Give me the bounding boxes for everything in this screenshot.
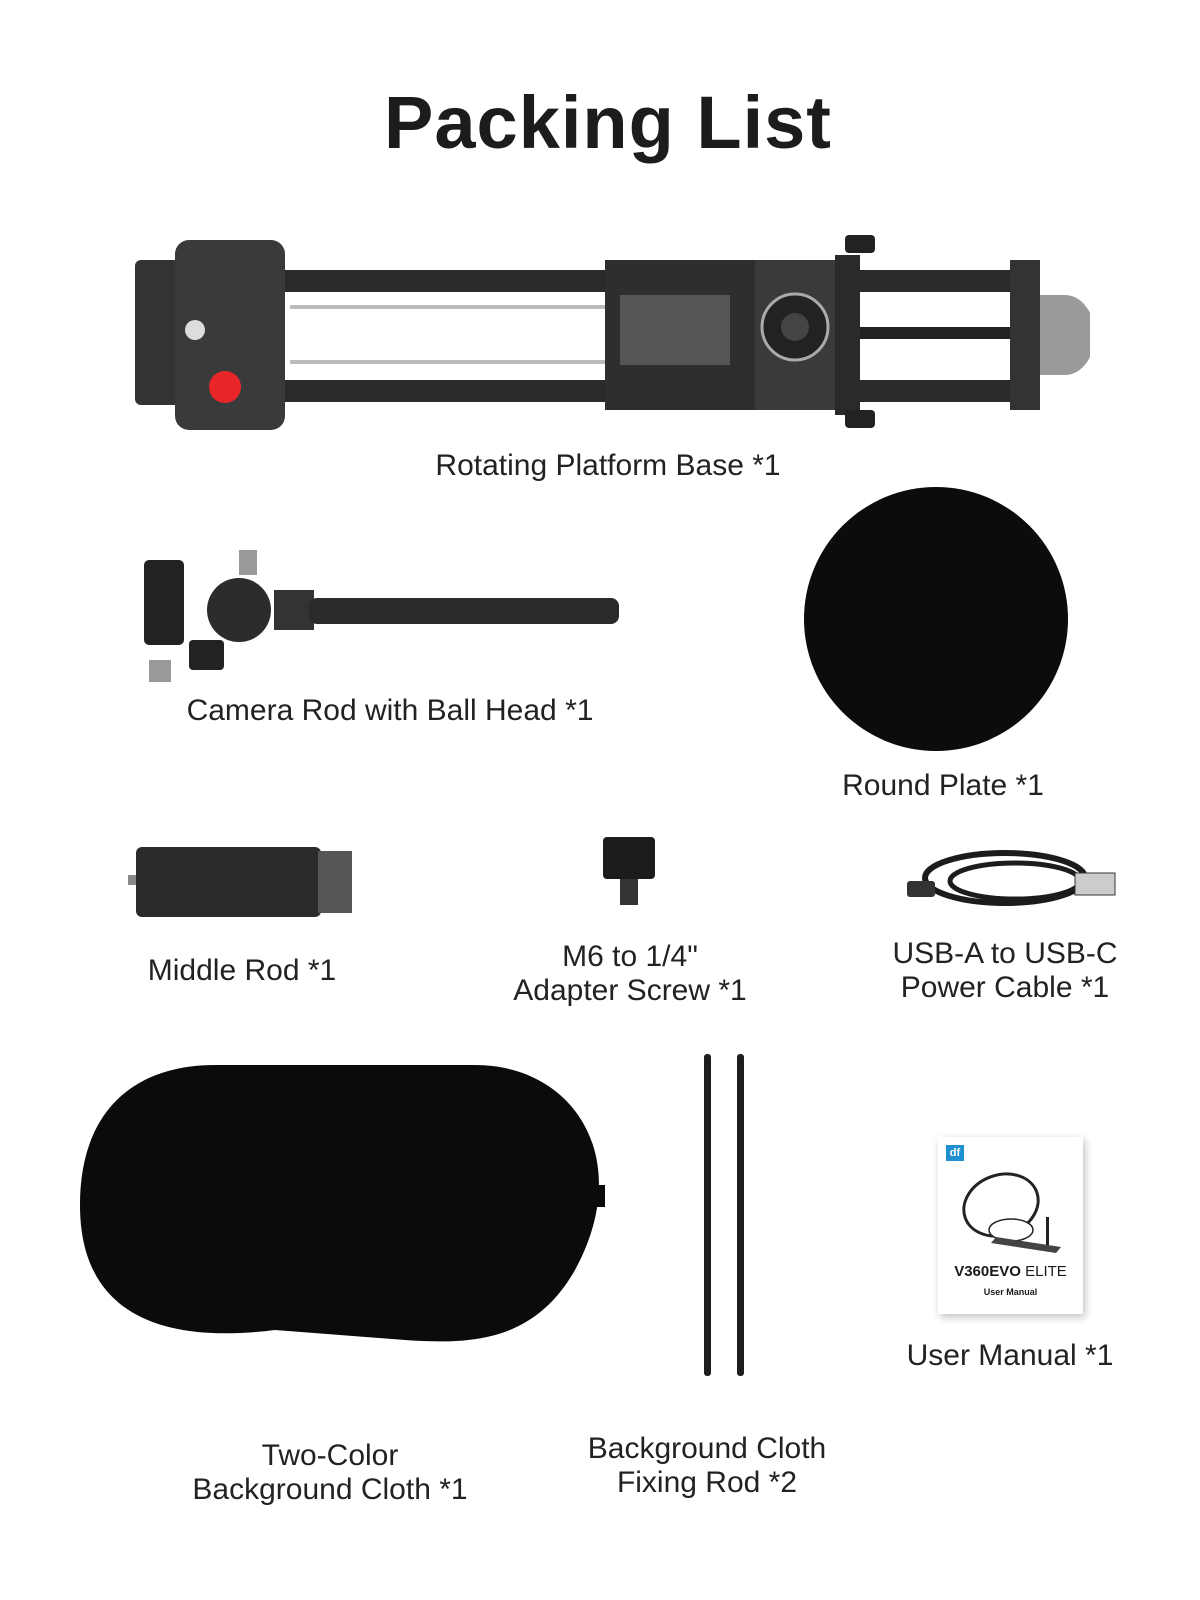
- user-manual-image: df V360EVO ELITE User Manual: [938, 1137, 1083, 1314]
- camera-rod-ball-head-image: [144, 550, 619, 682]
- item-label-middle-rod: Middle Rod *1: [147, 954, 337, 987]
- manual-edition: ELITE: [1025, 1263, 1067, 1280]
- page-title: Packing List: [384, 81, 832, 164]
- fixing-rod-image: [737, 1054, 744, 1376]
- manual-cover-illustration: [962, 1172, 1061, 1253]
- rotating-platform-base-image: [135, 235, 1090, 430]
- manual-product-name: V360EVO: [954, 1263, 1021, 1280]
- item-label-camera-rod: Camera Rod with Ball Head *1: [186, 694, 594, 727]
- round-plate-image: [804, 487, 1068, 751]
- usb-cable-image: [907, 850, 1116, 906]
- fixing-rod-image: [704, 1054, 711, 1376]
- background-cloth-image: [80, 1065, 605, 1342]
- item-label-adapter-screw: M6 to 1/4"Adapter Screw *1: [513, 940, 747, 1007]
- middle-rod-image: [128, 847, 352, 917]
- item-label-rotating-platform-base: Rotating Platform Base *1: [435, 449, 781, 482]
- adapter-screw-image: [603, 837, 655, 905]
- item-label-round-plate: Round Plate *1: [842, 769, 1044, 802]
- manual-brand-logo: df: [946, 1145, 964, 1161]
- item-label-user-manual: User Manual *1: [906, 1339, 1114, 1372]
- manual-subtitle: User Manual: [983, 1287, 1038, 1297]
